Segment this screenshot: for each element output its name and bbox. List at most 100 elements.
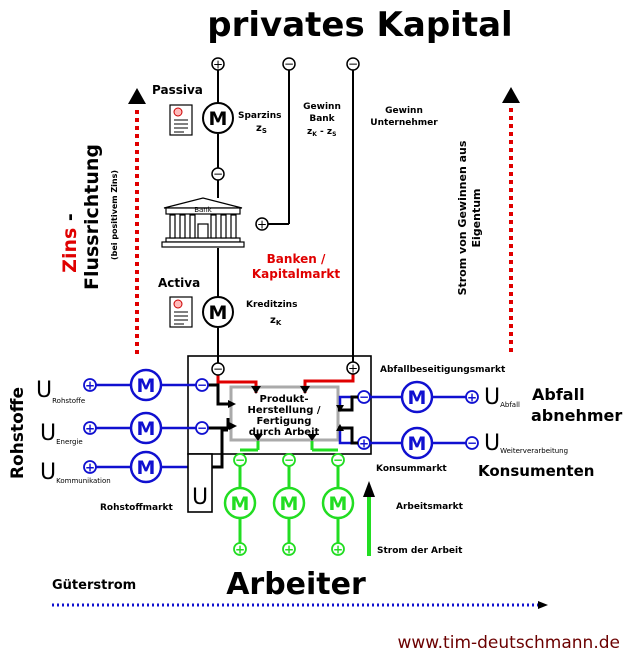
- svg-text:M: M: [329, 493, 348, 515]
- website-link[interactable]: www.tim-deutschmann.de: [398, 633, 621, 653]
- svg-text:M: M: [137, 457, 156, 479]
- abfall-heading-2: abnehmer: [531, 406, 622, 425]
- rohstoffe-heading: Rohstoffe: [8, 387, 28, 479]
- bank-label: Bank: [194, 206, 213, 214]
- produkt-label-3: Fertigung: [257, 416, 312, 427]
- sparzins-label: Sparzins: [238, 111, 282, 121]
- motor-kommunikation: M: [129, 450, 163, 484]
- kreditzins-symbol: zK: [270, 315, 282, 327]
- kreditzins-label: Kreditzins: [246, 300, 297, 310]
- abfall-markt-label: Abfallbeseitigungsmarkt: [380, 365, 506, 375]
- svg-text:−: −: [213, 362, 223, 376]
- motor-kreditzins: M: [202, 296, 234, 328]
- gewinn-bank-label-1: Gewinn: [303, 102, 341, 112]
- svg-text:+: +: [284, 543, 294, 557]
- terminal-plus-gewinn: +: [346, 361, 360, 376]
- u-weiterverarbeitung: UWeiterverarbeitung: [484, 431, 568, 456]
- produkt-label-1: Produkt-: [260, 394, 309, 405]
- activa-label: Activa: [158, 276, 200, 290]
- gewinn-bank-label-2: Bank: [309, 114, 335, 124]
- sparzins-symbol: zS: [256, 123, 267, 135]
- strom-arbeit-label: Strom der Arbeit: [377, 546, 463, 556]
- terminal-minus-bank: −: [282, 57, 296, 71]
- svg-text:+: +: [85, 461, 95, 475]
- svg-text:M: M: [280, 493, 299, 515]
- svg-text:+: +: [359, 437, 369, 451]
- svg-text:+: +: [235, 543, 245, 557]
- gewinn-bank-formula: zK - zS: [307, 127, 336, 138]
- svg-text:M: M: [408, 387, 427, 409]
- motor-konsum: M: [400, 426, 434, 460]
- svg-text:−: −: [333, 453, 343, 467]
- green-terminals: − − − + + +: [233, 453, 345, 557]
- terminal-minus-kredit: −: [211, 362, 225, 376]
- svg-text:−: −: [197, 378, 207, 392]
- motor-sparzins: M: [202, 102, 234, 134]
- strom-gewinne-label-1: Strom von Gewinnen aus: [456, 140, 469, 295]
- input-arrowhead-2: [229, 422, 237, 430]
- svg-text:+: +: [213, 58, 223, 72]
- svg-text:+: +: [333, 543, 343, 557]
- u-kommunikation: UKommunikation: [40, 460, 111, 485]
- activa-document-icon: [169, 296, 193, 328]
- terminal-minus-unternehmer: −: [346, 57, 360, 71]
- zins-flow-arrowhead: [128, 88, 146, 104]
- gewinn-unternehmer-label-1: Gewinn: [385, 106, 423, 116]
- u-rohstoffe: URohstoffe: [36, 378, 85, 405]
- motor-worker-2: M: [272, 486, 306, 520]
- input-arrowhead-1: [228, 400, 236, 408]
- rohstoffmarkt-label: Rohstoffmarkt: [100, 503, 174, 513]
- bei-positivem-zins: (bei positivem Zins): [110, 170, 119, 260]
- u-abfall: UAbfall: [484, 385, 520, 410]
- svg-text:+: +: [467, 391, 477, 405]
- svg-text:M: M: [209, 302, 228, 324]
- labor-flow-arrowhead: [363, 481, 375, 497]
- svg-text:M: M: [137, 375, 156, 397]
- terminal-plus-top: +: [211, 57, 225, 72]
- terminal-minus-passiva: −: [211, 167, 225, 181]
- strom-gewinne-label-2: Eigentum: [470, 188, 483, 247]
- enterprise-box: [187, 355, 372, 455]
- u-energie: UEnergie: [40, 421, 83, 446]
- svg-text:−: −: [235, 453, 245, 467]
- svg-text:−: −: [348, 57, 358, 71]
- motor-worker-1: M: [223, 486, 257, 520]
- gueterstrom-arrowhead: [538, 601, 548, 609]
- svg-text:−: −: [284, 57, 294, 71]
- motor-energie: M: [129, 411, 163, 445]
- svg-text:+: +: [85, 379, 95, 393]
- abfall-heading-1: Abfall: [532, 385, 585, 404]
- arbeiter-heading: Arbeiter: [226, 567, 366, 602]
- zins-flussrichtung-heading: Zins -: [59, 213, 81, 273]
- svg-text:M: M: [137, 418, 156, 440]
- passiva-document-icon: [169, 104, 193, 136]
- bank-building-icon: [161, 197, 245, 248]
- worker-lines: [238, 441, 340, 543]
- svg-text:+: +: [257, 218, 267, 232]
- produkt-label-4: durch Arbeit: [249, 427, 320, 438]
- rohstoff-market-box: [187, 453, 213, 513]
- svg-text:M: M: [408, 433, 427, 455]
- gewinn-arrowhead: [300, 386, 310, 394]
- svg-text:−: −: [213, 167, 223, 181]
- svg-text:+: +: [348, 362, 358, 376]
- svg-text:−: −: [359, 390, 369, 404]
- flussrichtung-heading: Flussrichtung: [81, 144, 103, 290]
- svg-text:−: −: [467, 436, 477, 450]
- production-box: [229, 385, 340, 442]
- arbeitsmarkt-label: Arbeitsmarkt: [396, 502, 464, 512]
- banken-label-2: Kapitalmarkt: [252, 267, 341, 281]
- u-market-letter: U: [192, 485, 208, 510]
- blue-terminals: + + + − − − − + + −: [83, 378, 479, 475]
- motor-rohstoffe: M: [129, 368, 163, 402]
- konsummarkt-label: Konsummarkt: [376, 464, 447, 474]
- motor-abfall: M: [400, 380, 434, 414]
- gewinn-flow-arrowhead: [502, 87, 520, 103]
- capital-chain: [217, 70, 354, 363]
- svg-text:−: −: [284, 453, 294, 467]
- svg-text:M: M: [231, 493, 250, 515]
- gewinn-unternehmer-label-2: Unternehmer: [370, 118, 438, 128]
- motor-worker-3: M: [321, 486, 355, 520]
- svg-text:−: −: [197, 421, 207, 435]
